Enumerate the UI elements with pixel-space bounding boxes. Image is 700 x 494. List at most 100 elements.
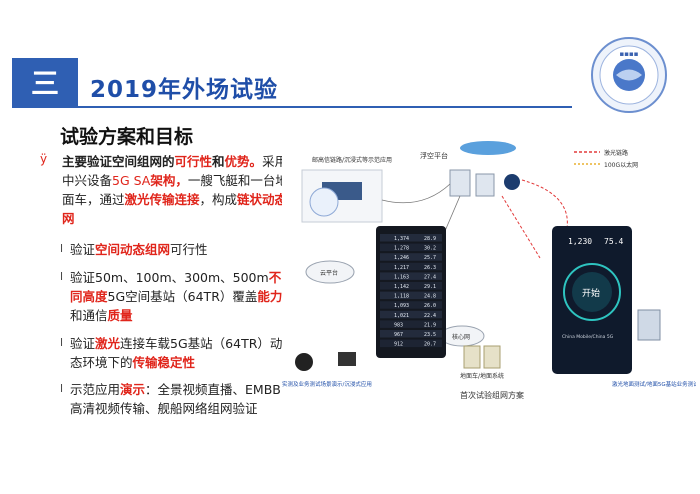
main-bullet-text: 主要验证空间组网的可行性和优势。采用中兴设备5G SA架构，一艘飞艇和一台地面车… (62, 152, 288, 228)
highlight-run: 优势。 (224, 154, 263, 169)
highlight-run: 质量 (107, 308, 133, 323)
airship-icon (460, 141, 516, 155)
highlight-run: 架构， (150, 173, 188, 188)
label-bottom-left: 实测及业务测试场景演示/沉浸式应用 (282, 380, 372, 388)
diagram-caption: 首次试验组网方案 (460, 390, 524, 400)
text-run: 验证 (70, 242, 96, 257)
text-run: ：全景视频直播、EMBB高清视频传输、舰船网络组网验证 (70, 382, 281, 416)
label-bottom-right: 激光地面测试/地面5G基站业务测试 (612, 380, 696, 388)
highlight-run: 激光传输连接 (124, 192, 200, 207)
phone1-row (380, 310, 442, 319)
phone1-row-right: 21.9 (424, 322, 436, 328)
phone1-row-right: 26.3 (424, 265, 436, 271)
label-ground: 地面车/地面系统 (460, 372, 504, 380)
start-button-bg (572, 272, 612, 312)
phone1-row-value: 967 (394, 332, 403, 338)
legend-eth-label: 100G以太网 (604, 161, 638, 169)
phone1-row (380, 339, 442, 348)
text-run: 可行性 (170, 242, 208, 257)
phone1-row-value: 1,246 (394, 255, 409, 261)
title-underline (12, 106, 572, 108)
phone1-row (380, 262, 442, 271)
equipment-icon (449, 169, 471, 197)
phone1-row (380, 272, 442, 280)
ground-device-icon (463, 345, 481, 369)
phone1-row-right: 22.4 (424, 313, 436, 319)
phone1-row-right: 27.4 (424, 274, 436, 280)
phone1-row-value: 1,374 (394, 236, 409, 242)
bullet-marker: l (60, 382, 64, 395)
label-core: 核心网 (452, 333, 470, 341)
highlight-run: 能力 (257, 289, 283, 304)
label-top-left: 邮高信链路/沉浸式等示范应用 (312, 156, 392, 164)
phone1-row-right: 23.5 (424, 332, 436, 338)
section-number-box: 三 (12, 58, 78, 106)
phone1-row (380, 253, 442, 261)
phone1-row-right: 29.1 (424, 284, 436, 290)
laser-terminal-icon (637, 309, 661, 341)
text-run: 和 (212, 154, 225, 169)
bullet-item-4: 示范应用演示：全景视频直播、EMBB高清视频传输、舰船网络组网验证 (70, 380, 288, 418)
phone1-row-right: 20.7 (424, 342, 436, 348)
phone1-row-right: 28.9 (424, 236, 436, 242)
speed-down: 1,230 (568, 237, 592, 246)
antenna-icon (504, 174, 520, 190)
text-run: ，构成 (199, 192, 238, 207)
highlight-run: 链状动态网 (62, 192, 288, 226)
legend-laser-label: 激光链路 (604, 149, 628, 157)
text-run: 一艘飞艇和一台地面车，通过 (62, 173, 288, 207)
phone1-row (380, 282, 442, 290)
phone1-row (380, 243, 442, 252)
network-diagram: 邮高信链路/沉浸式等示范应用 浮空平台 激光链路 100G以太网 云平台 核心网… (282, 140, 696, 408)
text-run: 主要验证空间组网的 (62, 154, 175, 169)
phone1-row-value: 1,163 (394, 274, 409, 280)
label-airship: 浮空平台 (420, 151, 448, 160)
phone1-row (380, 234, 442, 242)
phone1-row-value: 912 (394, 342, 403, 348)
camera-icon (295, 353, 313, 371)
text-run: 连接车载5G基站（64TR）动态环境下的 (70, 336, 283, 370)
svg-text:▪▪▪▪: ▪▪▪▪ (620, 50, 639, 58)
phone1-row (380, 301, 442, 309)
seal-icon (309, 187, 339, 217)
bullet-marker: l (60, 242, 64, 255)
text-run: 和通信 (70, 308, 108, 323)
ground-device-icon (483, 345, 501, 369)
phone1-row (380, 330, 442, 338)
link-line (381, 183, 451, 204)
phone1-row-value: 1,278 (394, 246, 409, 252)
phone1-row-right: 25.7 (424, 255, 436, 261)
text-run: 验证 (70, 336, 96, 351)
equipment-icon (475, 173, 495, 197)
main-bullet-marker: ÿ (40, 152, 48, 166)
text-run: 5G空间基站（64TR）覆盖 (107, 289, 258, 304)
highlight-run: 空间动态组网 (95, 242, 171, 257)
highlight-run: 激光 (95, 336, 121, 351)
phone1-row-value: 1,093 (394, 303, 409, 309)
cloud-icon (305, 260, 355, 284)
text-run: 示范应用 (70, 382, 121, 397)
speed-gauge (563, 263, 621, 321)
logo-seal-icon: ▪▪▪▪ (591, 37, 667, 113)
highlight-run: 演示 (120, 382, 146, 397)
phone1-row-right: 26.0 (424, 303, 436, 309)
bullet-item-3: 验证激光连接车载5G基站（64TR）动态环境下的传输稳定性 (70, 334, 288, 372)
page-title: 2019年外场试验 (90, 77, 279, 103)
text-run: 验证50m、100m、300m、500m (70, 270, 269, 285)
phone1-row-value: 1,118 (394, 294, 409, 300)
phone1-row (380, 320, 442, 328)
laser-link (501, 195, 541, 259)
phone1-row-value: 1,142 (394, 284, 409, 290)
highlight-run: 可行性 (174, 154, 213, 169)
phone1-row (380, 291, 442, 300)
highlight-run: 传输稳定性 (132, 355, 196, 370)
phone1-row-right: 30.2 (424, 246, 436, 252)
speed-up: 75.4 (604, 237, 623, 246)
phone1-row-right: 24.8 (424, 294, 436, 300)
start-button-label: 开始 (582, 287, 600, 299)
bullet-marker: l (60, 336, 64, 349)
highlight-run: 不同高度 (70, 270, 282, 304)
operator-label: China Mobile/China 5G (562, 334, 614, 340)
phone1-row-value: 983 (394, 322, 403, 328)
